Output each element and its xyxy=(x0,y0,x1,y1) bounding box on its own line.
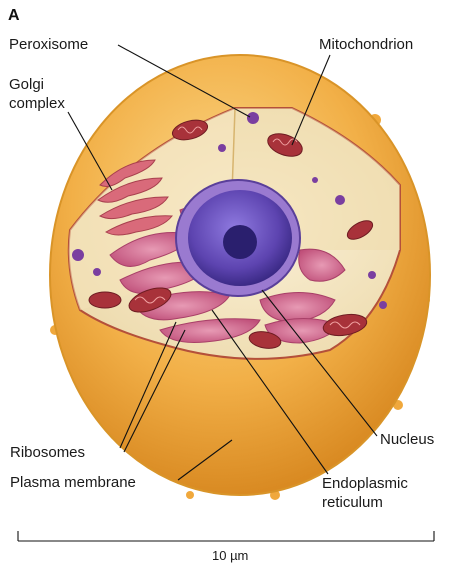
label-peroxisome: Peroxisome xyxy=(9,36,88,53)
label-er-line2: reticulum xyxy=(322,494,383,511)
label-nucleus: Nucleus xyxy=(380,431,434,448)
scale-bar-label: 10 µm xyxy=(212,548,248,563)
scale-bar: 10 µm xyxy=(18,531,434,563)
nucleus xyxy=(176,180,300,296)
label-plasma-membrane: Plasma membrane xyxy=(10,474,136,491)
label-golgi-line1: Golgi xyxy=(9,76,44,93)
nucleolus xyxy=(223,225,257,259)
label-er-line1: Endoplasmic xyxy=(322,475,408,492)
cell-body xyxy=(50,55,430,500)
peroxisome xyxy=(247,112,259,124)
label-mitochondrion: Mitochondrion xyxy=(319,36,413,53)
label-ribosomes: Ribosomes xyxy=(10,444,85,461)
label-golgi-line2: complex xyxy=(9,95,65,112)
panel-letter: A xyxy=(8,7,20,24)
